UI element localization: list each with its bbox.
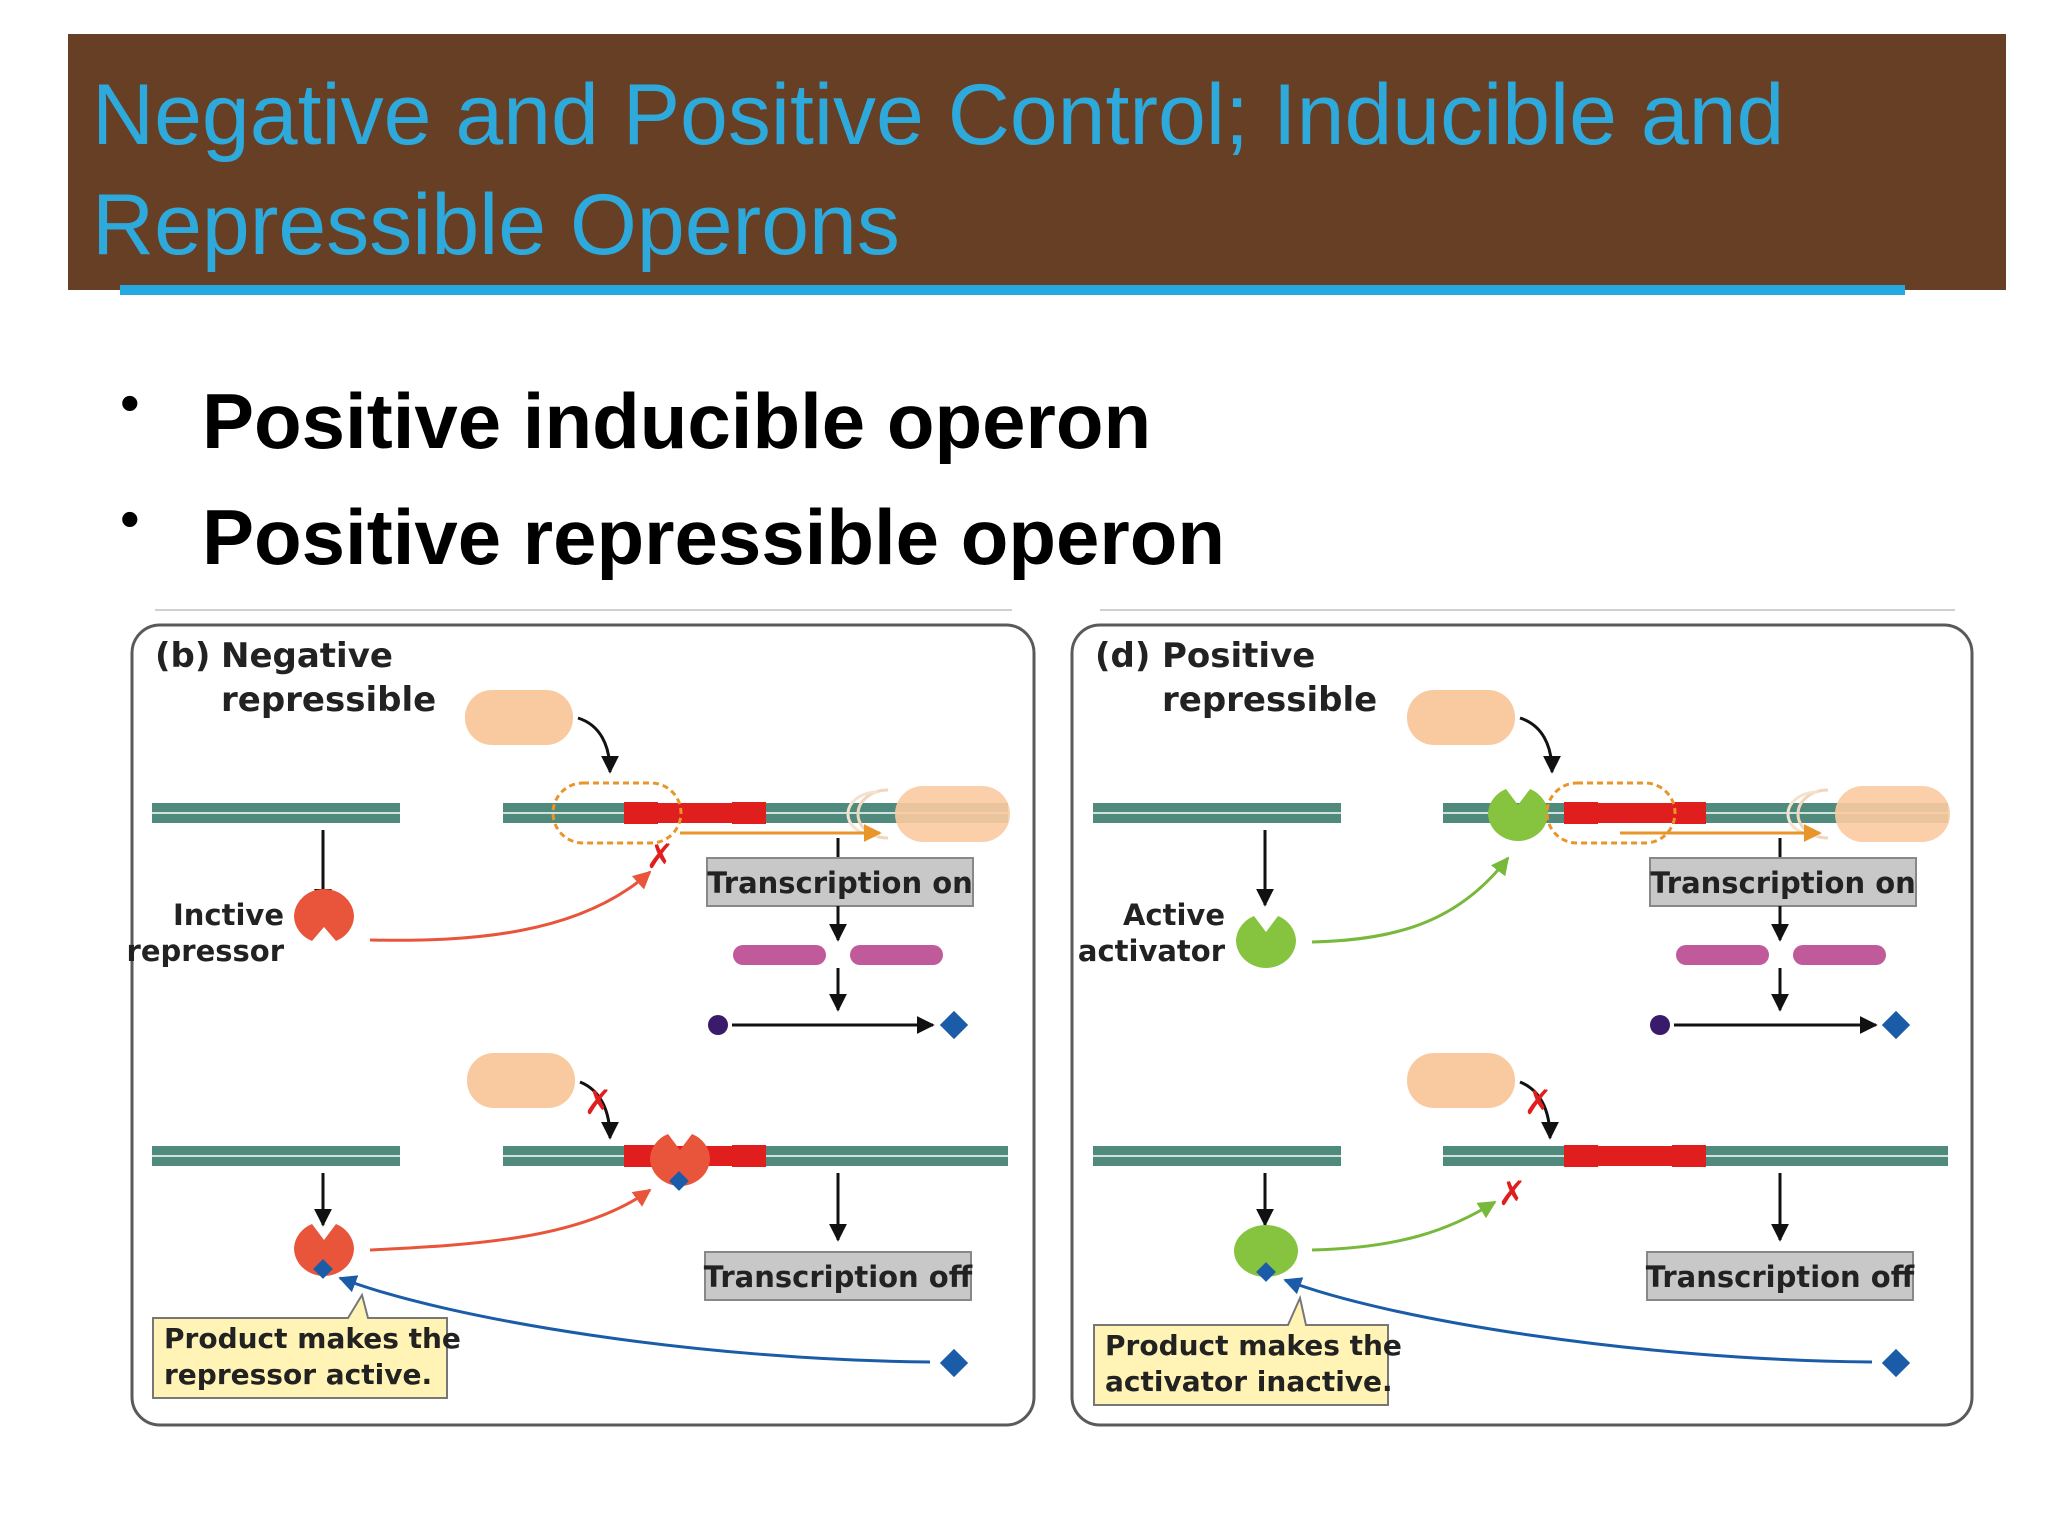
product-icon <box>1881 1010 1911 1040</box>
panel-heading-line-2: repressible <box>221 680 436 720</box>
regulator-label-line-2: activator <box>1078 934 1226 968</box>
product-icon <box>1881 1348 1911 1378</box>
polymerase-arrow <box>577 716 619 774</box>
panel-heading-line-1: Positive <box>1162 636 1315 676</box>
substrate-icon <box>708 1015 728 1035</box>
feedback-arrow <box>1283 1277 1873 1364</box>
mrna-icon <box>1793 945 1886 965</box>
feedback-arrow <box>338 1275 931 1364</box>
panel-frame <box>130 623 1036 1427</box>
rna-polymerase-icon <box>465 690 573 745</box>
regulator-gene <box>152 1146 400 1166</box>
corepressor-icon <box>313 1259 333 1279</box>
callout-line-2: repressor active. <box>164 1358 432 1391</box>
operator-region <box>1565 803 1705 823</box>
rna-polymerase-moving-icon <box>895 786 1010 842</box>
bound-activator-icon <box>1488 789 1548 841</box>
rna-polymerase-moving-icon <box>1835 786 1950 842</box>
blocked-x-icon: ✗ <box>646 837 675 877</box>
slide-title-line-2: Repressible Operons <box>92 177 900 273</box>
binding-arrow <box>1311 1200 1497 1252</box>
slide-title-line-1: Negative and Positive Control; Inducible… <box>92 67 1785 163</box>
panel-negative-repressible: (b) Negative repressible Inctive repress… <box>127 623 1036 1427</box>
panel-label: (b) <box>155 636 210 676</box>
binding-arrow <box>369 1188 652 1252</box>
panel-frame <box>1070 623 1974 1427</box>
polymerase-outline <box>551 781 683 845</box>
bullet-dot-icon: • <box>120 487 140 550</box>
transcription-on-box <box>706 857 974 907</box>
transcription-off-box <box>704 1251 972 1301</box>
transcription-on-label: Transcription on <box>1650 866 1916 900</box>
product-icon <box>939 1010 969 1040</box>
callout-line-1: Product makes the <box>164 1322 461 1355</box>
inactive-repressor-icon <box>294 889 354 941</box>
regulator-label-line-1: Active <box>1123 898 1225 932</box>
regulator-gene <box>152 803 400 823</box>
transcription-off-label: Transcription off <box>704 1260 973 1294</box>
rna-polymerase-icon <box>1407 690 1515 745</box>
product-icon <box>939 1348 969 1378</box>
regulator-label-line-2: repressor <box>127 934 285 968</box>
inactive-activator-icon <box>1234 1225 1298 1277</box>
active-repressor-icon <box>294 1224 354 1276</box>
callout-line-1: Product makes the <box>1105 1329 1402 1362</box>
active-activator-icon <box>1236 916 1296 968</box>
corepressor-icon <box>1256 1262 1276 1282</box>
bullet-text: Positive repressible operon <box>202 493 1226 581</box>
operon-dna <box>1443 1145 1948 1167</box>
blocked-x-icon: ✗ <box>584 1083 613 1123</box>
panel-positive-repressible: (d) Positive repressible Active activato… <box>1070 623 1974 1427</box>
rna-polymerase-icon <box>467 1053 575 1108</box>
transcription-off-box <box>1646 1251 1914 1301</box>
mrna-icon <box>850 945 943 965</box>
blocked-x-icon: ✗ <box>1498 1174 1527 1214</box>
polymerase-outline <box>1545 781 1677 845</box>
transcription-on-label: Transcription on <box>707 866 973 900</box>
binding-arrow <box>1311 856 1510 944</box>
slide-title: Negative and Positive Control; Inducible… <box>92 60 1952 280</box>
mrna-icon <box>1676 945 1769 965</box>
operator-region <box>1565 1146 1705 1166</box>
bullet-dot-icon: • <box>120 371 140 434</box>
transcription-off-label: Transcription off <box>1646 1260 1915 1294</box>
operon-dna <box>503 1145 1008 1167</box>
operator-region <box>625 803 765 823</box>
mrna-icon <box>733 945 826 965</box>
callout-box <box>152 1292 448 1399</box>
title-bar <box>68 34 2006 290</box>
bound-repressor-icon <box>650 1134 710 1186</box>
bullet-text: Positive inducible operon <box>202 377 1152 465</box>
title-underline <box>120 285 1905 295</box>
callout-box <box>1093 1294 1389 1406</box>
binding-arrow <box>369 870 652 942</box>
regulator-label-line-1: Inctive <box>173 898 284 932</box>
blocked-x-icon: ✗ <box>1524 1083 1553 1123</box>
panel-label: (d) <box>1095 636 1150 676</box>
regulator-gene <box>1093 803 1341 823</box>
callout-line-2: activator inactive. <box>1105 1365 1393 1398</box>
panel-heading-line-1: Negative <box>221 636 393 676</box>
substrate-icon <box>1650 1015 1670 1035</box>
panel-heading-line-2: repressible <box>1162 680 1377 720</box>
transcription-on-box <box>1649 857 1917 907</box>
rna-polymerase-icon <box>1407 1053 1515 1108</box>
regulator-gene <box>1093 1146 1341 1166</box>
